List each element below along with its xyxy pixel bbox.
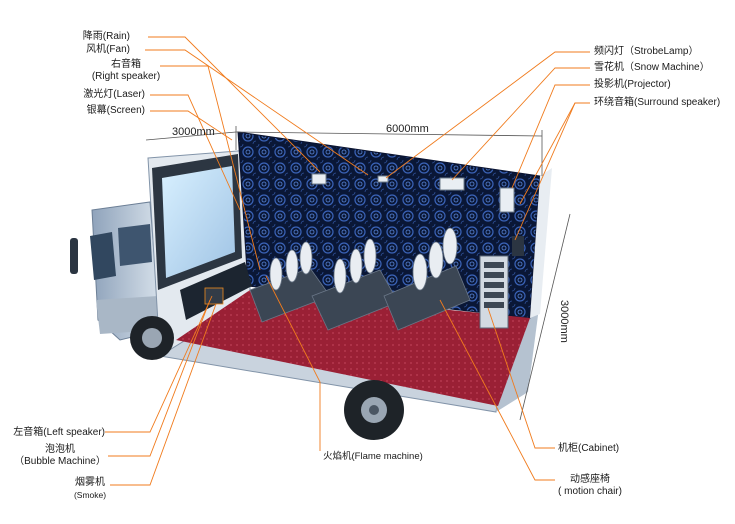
label-cabinet: 机柜(Cabinet)	[558, 443, 620, 454]
strobe-device	[377, 175, 389, 183]
projector-device	[439, 177, 465, 191]
label-bubble-en: （Bubble Machine）	[14, 456, 106, 467]
left-speaker-box	[204, 287, 224, 305]
label-smoke-cn: 烟雾机	[75, 477, 105, 488]
right-speaker-device	[512, 236, 524, 256]
dimension-lines	[145, 126, 571, 421]
label-snow: 雪花机（Snow Machine）	[594, 62, 710, 73]
label-surround: 环绕音箱(Surround speaker)	[594, 97, 721, 108]
wheels	[130, 316, 404, 440]
leader-lines	[105, 36, 590, 486]
rain-device	[311, 173, 327, 185]
label-motion-en: ( motion chair)	[558, 486, 622, 497]
label-motion-cn: 动感座椅	[570, 474, 610, 485]
label-flame: 火焰机(Flame machine)	[323, 451, 423, 462]
label-fan: 风机(Fan)	[86, 44, 130, 55]
motion-chairs	[249, 227, 471, 331]
dimension-length: 6000mm	[386, 123, 429, 135]
label-bubble-cn: 泡泡机	[45, 444, 75, 455]
dimension-height: 3000mm	[558, 300, 570, 343]
right-wall	[530, 168, 552, 318]
cabinet	[479, 255, 509, 329]
label-rain: 降雨(Rain)	[82, 31, 130, 42]
screen	[152, 154, 242, 290]
label-left-speaker: 左音箱(Left speaker)	[13, 427, 105, 438]
dimension-width: 3000mm	[172, 126, 215, 138]
label-screen: 银幕(Screen)	[86, 105, 145, 116]
surround-speaker-device	[499, 187, 515, 213]
label-smoke-en: (Smoke)	[73, 490, 107, 500]
label-right-speaker-en: (Right speaker)	[91, 71, 161, 82]
label-strobe: 频闪灯（StrobeLamp）	[594, 46, 699, 57]
truck-cab	[70, 201, 161, 341]
label-projector: 投影机(Projector)	[594, 79, 671, 90]
label-laser: 激光灯(Laser)	[83, 89, 145, 100]
label-right-speaker-cn: 右音箱	[111, 59, 141, 70]
